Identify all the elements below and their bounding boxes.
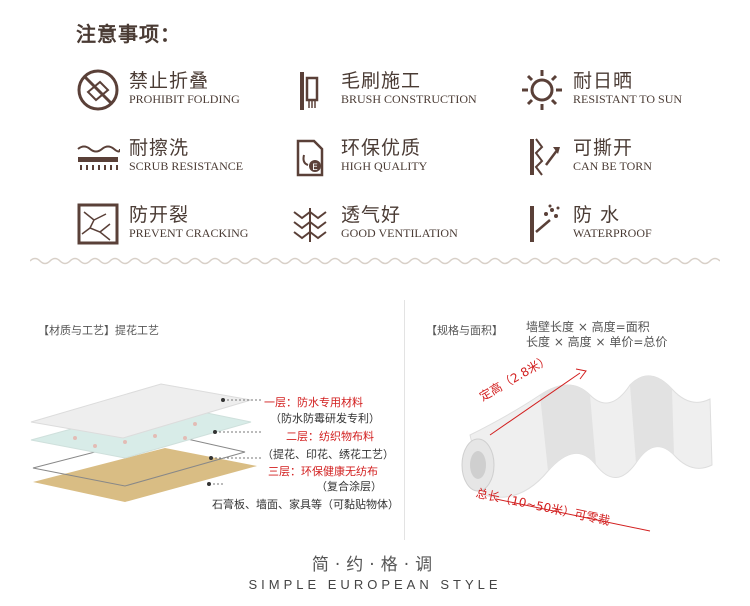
feature-prevent-cracking: 防开裂 PREVENT CRACKING <box>76 200 306 250</box>
feature-en: RESISTANT TO SUN <box>573 92 683 106</box>
section-divider <box>404 300 405 540</box>
layer1-title: 一层：防水专用材料 <box>264 396 363 409</box>
feature-en: WATERPROOF <box>573 226 652 240</box>
layer2-desc: （提花、印花、绣花工艺） <box>262 448 394 461</box>
brush-icon <box>300 72 319 110</box>
feature-cn: 透气好 <box>341 204 402 226</box>
feature-high-quality: E 环保优质 HIGH QUALITY <box>288 133 518 183</box>
layer-base <box>33 448 257 502</box>
svg-text:E: E <box>312 163 318 173</box>
layer3-desc: （复合涂层） <box>316 480 382 493</box>
wavy-divider <box>30 257 720 265</box>
footer-cn: 简·约·格·调 <box>311 555 439 575</box>
no-folding-icon <box>77 69 119 111</box>
layer2-title: 二层：纺织物布料 <box>286 430 374 443</box>
spec-formula-area: 墙壁长度 × 高度=面积 <box>526 320 650 334</box>
feature-cn: 耐日晒 <box>573 70 634 92</box>
feature-en: CAN BE TORN <box>573 159 652 173</box>
feature-waterproof: 防 水 WATERPROOF <box>520 200 750 250</box>
waterproof-icon <box>530 204 560 242</box>
crack-icon <box>77 203 119 245</box>
wallpaper-roll-illustration <box>461 368 713 532</box>
feature-en: HIGH QUALITY <box>341 159 428 173</box>
material-heading-bracket: 【材质与工艺】 <box>38 324 115 337</box>
base-desc: 石膏板、墙面、家具等（可黏贴物体） <box>212 498 399 511</box>
feature-en: PROHIBIT FOLDING <box>129 92 240 106</box>
ventilation-icon <box>293 208 327 242</box>
layer3-title: 三层：环保健康无纺布 <box>268 465 378 478</box>
spec-heading: 【规格与面积】 <box>426 324 503 337</box>
scrub-icon <box>77 145 120 170</box>
feature-cn: 禁止折叠 <box>129 70 210 92</box>
spec-formula-price: 长度 × 高度 × 单价=总价 <box>526 335 668 349</box>
feature-en: BRUSH CONSTRUCTION <box>341 92 477 106</box>
tear-icon <box>530 138 560 176</box>
material-heading: 【材质与工艺】提花工艺 <box>38 322 159 338</box>
feature-en: GOOD VENTILATION <box>341 226 458 240</box>
page-title: 注意事项： <box>76 22 181 46</box>
eco-quality-icon: E <box>296 139 324 177</box>
material-heading-text: 提花工艺 <box>115 324 159 337</box>
feature-en: SCRUB RESISTANCE <box>129 159 244 173</box>
feature-scrub-resistance: 耐擦洗 SCRUB RESISTANCE <box>76 133 306 183</box>
footer-en: SIMPLE EUROPEAN STYLE <box>248 577 502 592</box>
feature-cn: 可撕开 <box>573 137 634 159</box>
layer1-desc: （防水防霉研发专利） <box>270 412 380 425</box>
feature-cn: 耐擦洗 <box>129 137 190 159</box>
feature-cn: 毛刷施工 <box>341 70 422 92</box>
feature-resistant-to-sun: 耐日晒 RESISTANT TO SUN <box>520 66 750 116</box>
sun-icon <box>522 70 562 110</box>
feature-cn: 环保优质 <box>341 137 422 159</box>
feature-cn: 防 水 <box>573 204 621 226</box>
feature-cn: 防开裂 <box>129 204 190 226</box>
feature-can-be-torn: 可撕开 CAN BE TORN <box>520 133 750 183</box>
feature-prohibit-folding: 禁止折叠 PROHIBIT FOLDING <box>76 66 306 116</box>
feature-good-ventilation: 透气好 GOOD VENTILATION <box>288 200 518 250</box>
layer-diagram <box>30 383 263 502</box>
feature-brush-construction: 毛刷施工 BRUSH CONSTRUCTION <box>288 66 518 116</box>
feature-en: PREVENT CRACKING <box>129 226 249 240</box>
